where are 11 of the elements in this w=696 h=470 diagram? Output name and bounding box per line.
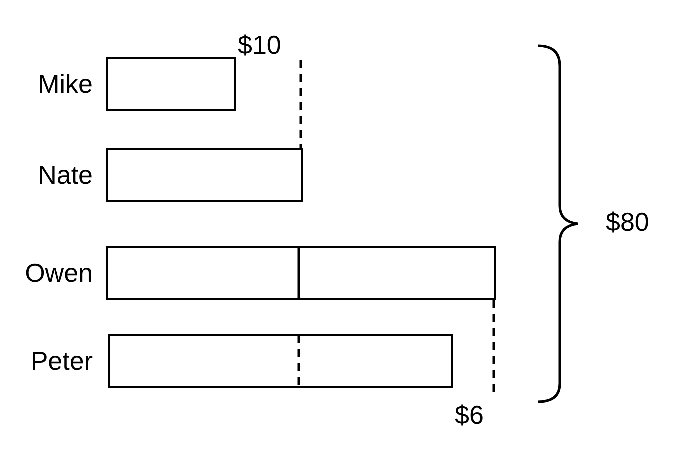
value-label: $6 — [455, 400, 484, 430]
name-label: Owen — [25, 258, 93, 288]
tape-bar — [106, 148, 303, 202]
tape-bar — [106, 57, 236, 111]
name-label: Mike — [38, 69, 93, 99]
tape-bar — [108, 334, 453, 388]
name-label: Peter — [30, 346, 93, 376]
value-label: $80 — [606, 207, 650, 237]
tape-bar — [106, 246, 496, 300]
value-label: $10 — [238, 30, 282, 60]
name-label: Nate — [38, 160, 93, 190]
